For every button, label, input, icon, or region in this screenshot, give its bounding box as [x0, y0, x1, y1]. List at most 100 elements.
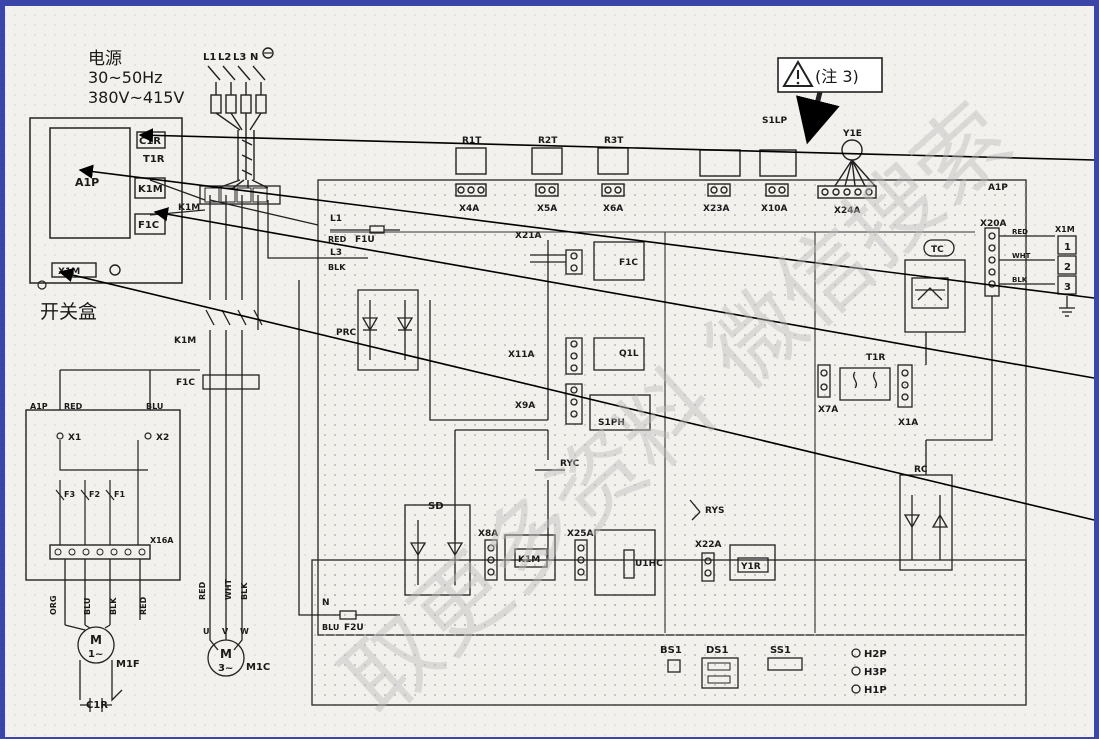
- connector-x5a: [535, 183, 559, 197]
- supply-blk-label: BLK: [328, 263, 346, 272]
- sd-component-label: SD: [428, 501, 444, 512]
- fan-board-blu-label: BLU: [146, 402, 163, 411]
- connector-x4a-label: X4A: [459, 204, 479, 214]
- fan-wire-red: RED: [139, 596, 148, 615]
- connector-x5a-label: X5A: [537, 204, 557, 214]
- fan-relay-f3: F3: [64, 490, 75, 499]
- supply-labels: L1 RED F1U L3 BLK N BLU F2U: [322, 214, 375, 633]
- terminal-wire-wht: WHT: [1012, 252, 1031, 260]
- supply-red-label: RED: [328, 235, 347, 244]
- warning-note-arrow: [795, 91, 840, 145]
- supply-n-label: N: [322, 598, 330, 608]
- bs1-label: BS1: [660, 645, 682, 656]
- connector-x24a: [817, 185, 877, 199]
- terminal-2: 2: [1064, 262, 1071, 273]
- terminal-wire-blk: BLK: [1012, 276, 1028, 284]
- fuse-f1u-label: F1U: [355, 235, 375, 245]
- a1p-board: [49, 127, 131, 239]
- switch-box-label: 开关盒: [40, 301, 97, 323]
- connector-x9a-label: X9A: [515, 401, 535, 411]
- phase-label-l3: L3: [233, 52, 246, 63]
- terminal-x1m-label: X1M: [1055, 225, 1075, 234]
- callout-arrows: [58, 128, 1095, 521]
- fan-board-x2-label: X2: [156, 433, 169, 443]
- rc-component-label: RC: [914, 465, 928, 475]
- sensor-r2t-label: R2T: [538, 136, 558, 146]
- prc-component-label: PRC: [336, 328, 357, 338]
- compressor-term-w: W: [240, 627, 249, 636]
- connector-x16a-label: X16A: [150, 536, 174, 545]
- supply-blu-label: BLU: [322, 623, 339, 632]
- ground-icon: [1059, 296, 1075, 317]
- sensor-r1t-label: R1T: [462, 136, 482, 146]
- u1hc-component-label: U1HC: [635, 559, 663, 569]
- switch-box-c1r-label: C1R: [139, 136, 161, 147]
- ground-icon: [262, 47, 274, 59]
- contactor-f1c-label: F1C: [176, 378, 195, 388]
- ds1-label: DS1: [706, 645, 729, 656]
- compressor-m-label: M: [220, 647, 232, 661]
- frame-right: [1094, 0, 1099, 739]
- fan-capacitor-c1r-label: C1R: [86, 700, 108, 711]
- terminal-1: 1: [1064, 242, 1071, 253]
- supply-l1-label: L1: [330, 214, 342, 224]
- fan-relay-f2: F2: [89, 490, 100, 499]
- warning-note-text: (注 3): [815, 67, 859, 86]
- connector-x4a: [455, 183, 487, 197]
- terminal-x1m: X1M RED WHT BLK 1 2 3: [1012, 225, 1077, 317]
- ss1-label: SS1: [770, 645, 791, 656]
- connector-x23a: [707, 183, 731, 197]
- switch-box-a1p-label: A1P: [75, 176, 99, 189]
- phase-label-l1: L1: [203, 52, 216, 63]
- terminal-wire-red: RED: [1012, 228, 1028, 236]
- compressor-term-u: U: [203, 627, 210, 636]
- rys-relay-label: RYS: [705, 506, 724, 516]
- connector-x10a: [765, 183, 789, 197]
- h2p-label: H2P: [864, 649, 887, 660]
- y1r-component-label: Y1R: [740, 562, 761, 572]
- fan-wire-org: ORG: [49, 595, 58, 615]
- fan-board-a1p-label: A1P: [30, 402, 48, 411]
- compressor-wire-wht: WHT: [224, 578, 233, 600]
- q1l-component-label: Q1L: [619, 349, 639, 359]
- compressor-wire-blk: BLK: [240, 582, 249, 600]
- fan-board-x1-label: X1: [68, 433, 81, 443]
- fan-relay-f1: F1: [114, 490, 125, 499]
- k1m-coil-label: K1M: [518, 555, 540, 565]
- connector-x7a-label: X7A: [818, 405, 838, 415]
- power-voltage: 380V~415V: [88, 88, 184, 107]
- fan-board-red-label: RED: [64, 402, 83, 411]
- switch-box-k1m-label: K1M: [138, 184, 163, 195]
- connector-x6a: [601, 183, 625, 197]
- power-label: 电源: [88, 49, 122, 69]
- center-labels: X21A F1C X11A Q1L X9A S1PH RYC RYS PRC S…: [336, 231, 761, 572]
- h3p-label: H3P: [864, 667, 887, 678]
- callout-arrow-1: [138, 128, 1095, 161]
- connector-x20a-label: X20A: [980, 219, 1006, 229]
- fan-board: A1P RED BLU X1 X2 F3 F2 F1 X16A ORG BLU …: [25, 369, 200, 712]
- callout-arrow-3: [153, 207, 1095, 379]
- right-labels: X20A TC T1R X7A X1A RC: [818, 219, 1006, 475]
- fuse-f2u-label: F2U: [344, 623, 364, 633]
- power-source: 电源 30~50Hz 380V~415V L1 L2 L3 N: [88, 47, 274, 189]
- fan-wire-blu: BLU: [83, 598, 92, 615]
- sensor-s1lp-label: S1LP: [762, 116, 787, 126]
- switch-box-f1c-label: F1C: [138, 220, 159, 231]
- compressor-m1c-label: M1C: [246, 662, 270, 673]
- callout-arrow-2: [78, 164, 1095, 299]
- contactor-k1m-label: K1M: [174, 336, 196, 346]
- fan-motor-phase-label: 1~: [88, 649, 103, 660]
- f1c-component-label: F1C: [619, 258, 638, 268]
- connector-x10a-label: X10A: [761, 204, 787, 214]
- power-fuses: [207, 65, 269, 189]
- connector-x24a-label: X24A: [834, 206, 860, 216]
- warning-note: (注 3): [777, 57, 883, 145]
- compressor-wire-red: RED: [198, 581, 207, 600]
- connector-x1a-label: X1A: [898, 418, 918, 428]
- s1ph-component-label: S1PH: [598, 418, 625, 428]
- ryc-relay-label: RYC: [560, 459, 580, 469]
- frame-left: [0, 0, 5, 739]
- fan-wire-blk: BLK: [109, 597, 118, 615]
